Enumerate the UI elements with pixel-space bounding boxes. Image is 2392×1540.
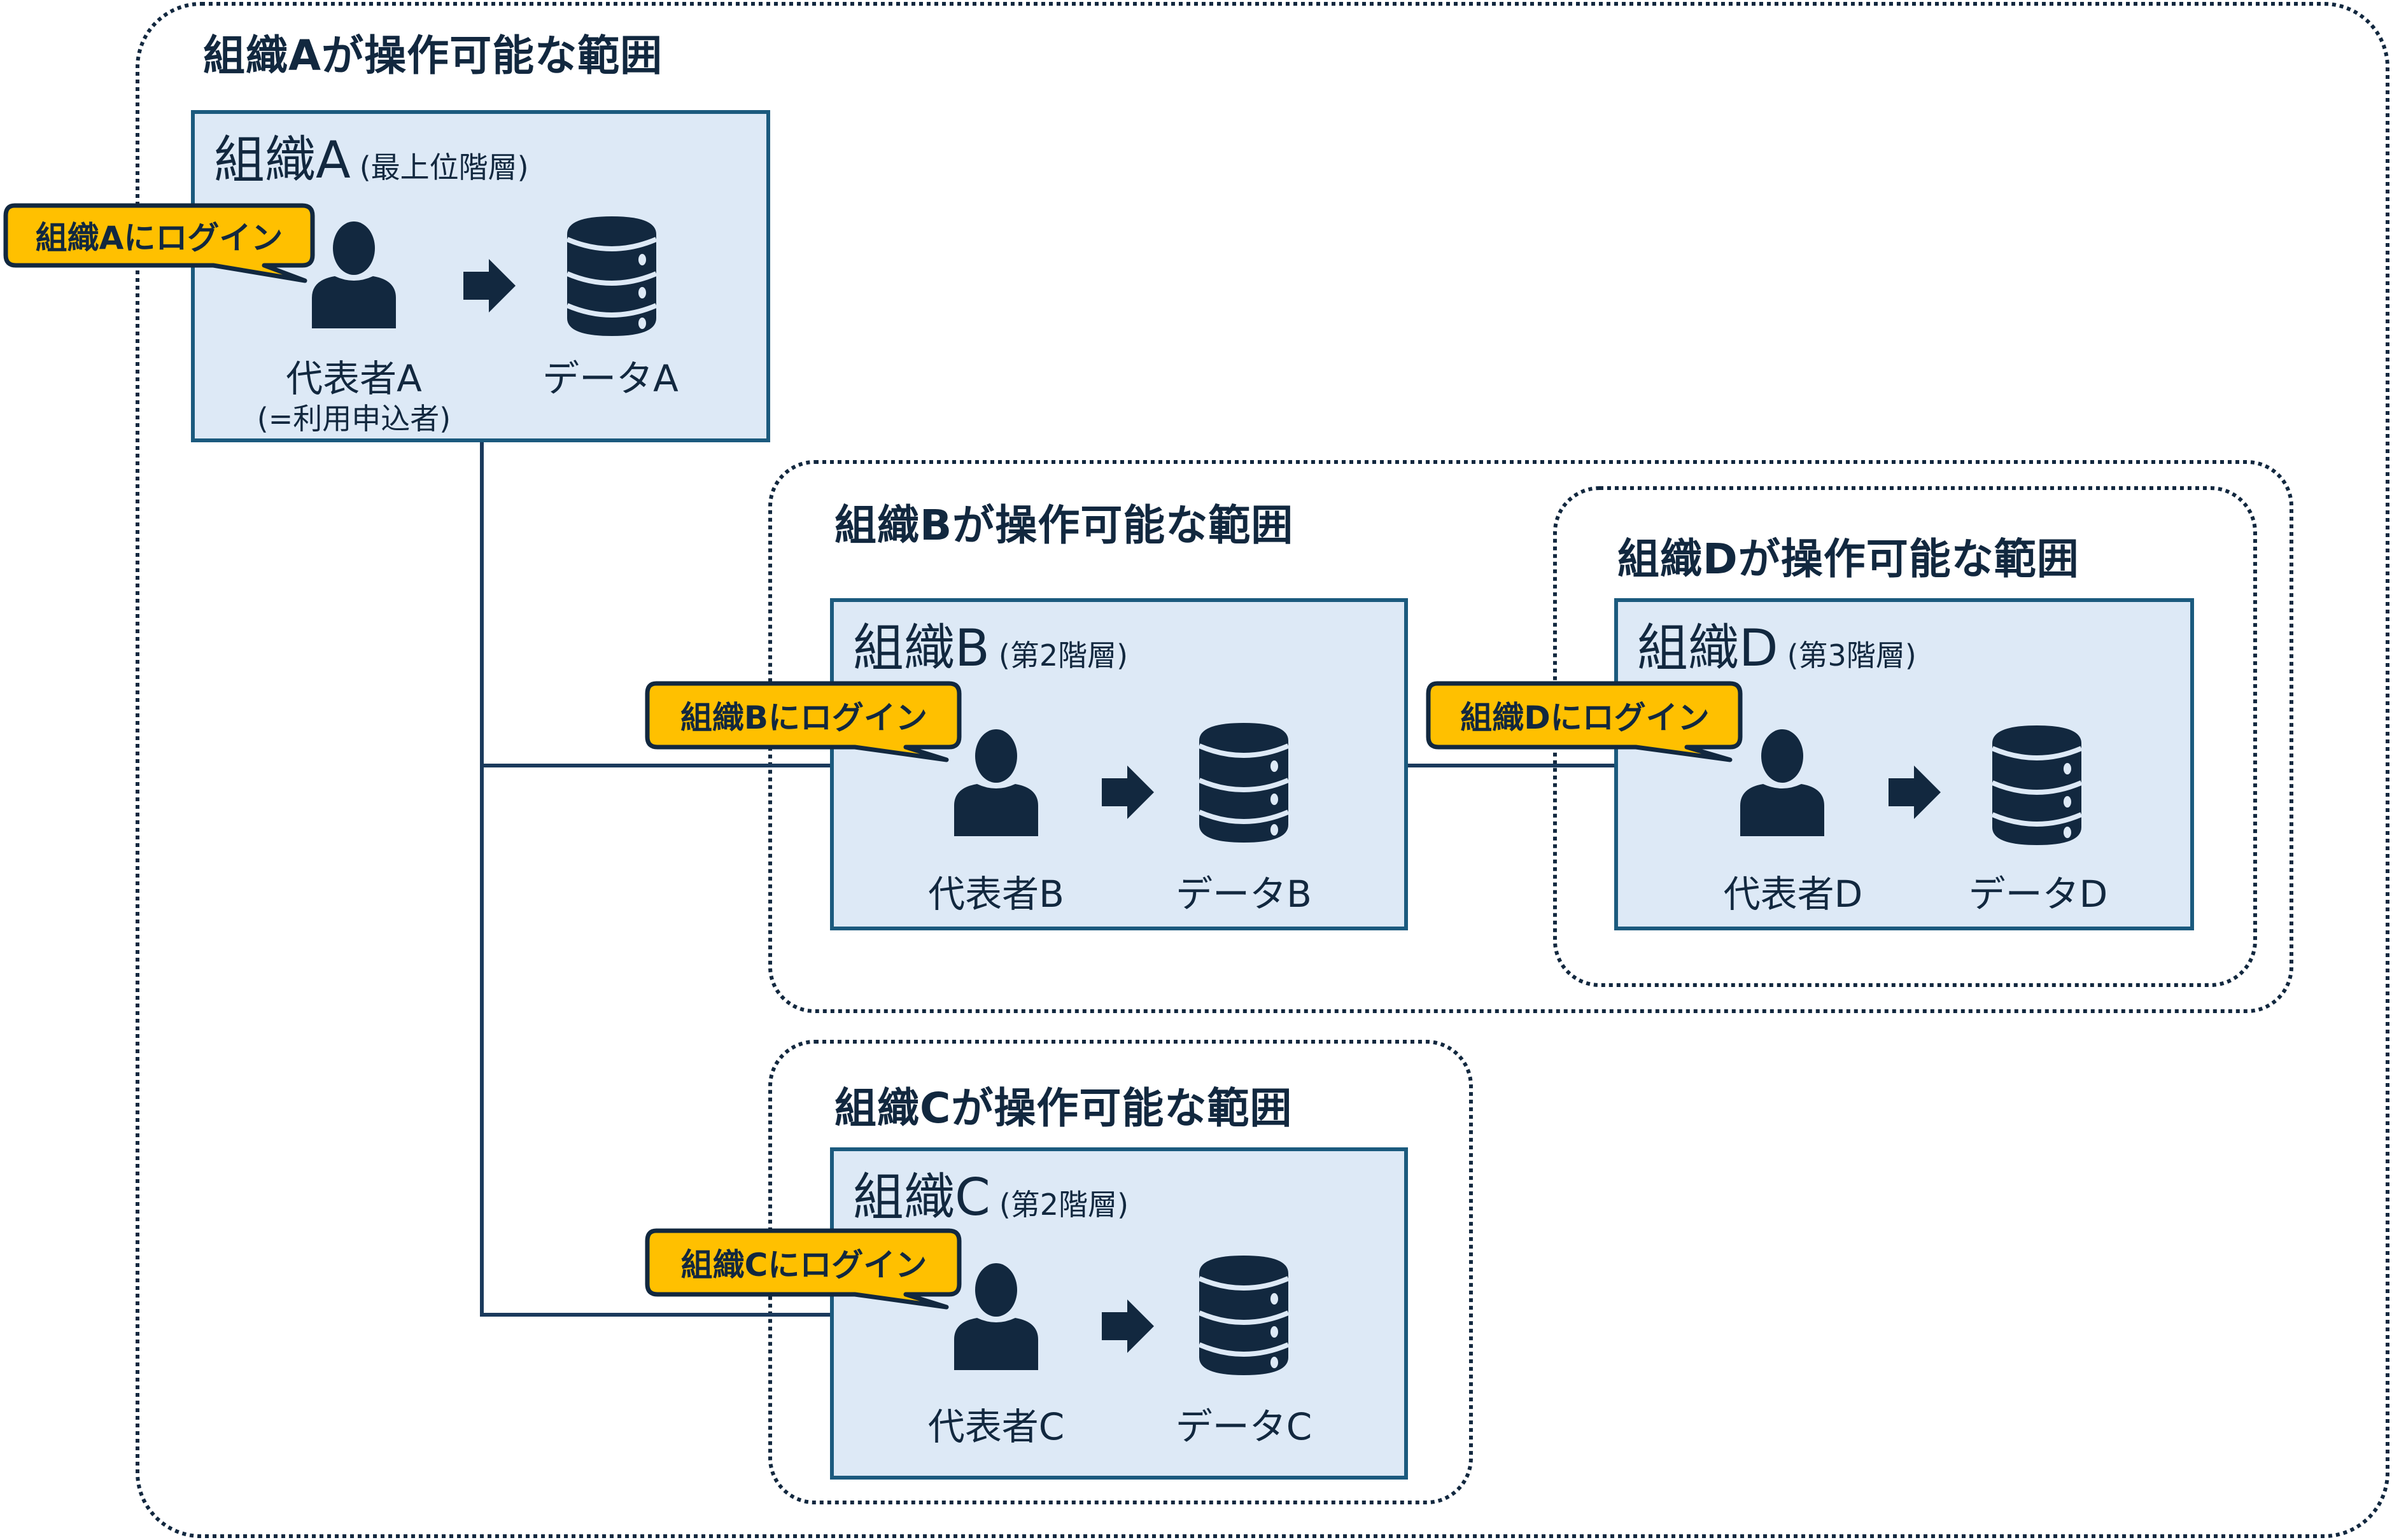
callout-login-c-text: 組織Cにログイン bbox=[680, 1247, 927, 1284]
scope-title-d: 組織Dが操作可能な範囲 bbox=[1617, 535, 2079, 584]
person-icon bbox=[312, 221, 396, 328]
data-a-label: データA bbox=[542, 357, 679, 400]
org-c-name: 組織C bbox=[853, 1168, 990, 1227]
scope-frame-d bbox=[1553, 486, 2257, 987]
arrow-right-icon bbox=[1102, 1299, 1154, 1353]
representative-d-label: 代表者D bbox=[1723, 872, 1863, 916]
database-icon bbox=[1992, 725, 2081, 845]
org-box-b: 組織B(第2階層) bbox=[830, 598, 1408, 930]
org-a-header: 組織A(最上位階層) bbox=[214, 119, 529, 193]
scope-title-a: 組織Aが操作可能な範囲 bbox=[203, 31, 663, 80]
scope-frame-a bbox=[136, 2, 2389, 1538]
callout-login-a-text: 組織Aにログイン bbox=[35, 220, 283, 256]
callout-bubble-shape bbox=[1426, 681, 1743, 762]
database-icon bbox=[1199, 723, 1288, 843]
data-b-label: データB bbox=[1176, 872, 1312, 916]
org-a-name: 組織A bbox=[214, 130, 351, 190]
org-d-name: 組織D bbox=[1637, 619, 1778, 678]
person-icon bbox=[954, 1263, 1038, 1370]
arrow-right-icon bbox=[1102, 766, 1154, 819]
person-icon bbox=[954, 729, 1038, 836]
database-icon bbox=[567, 216, 656, 336]
org-a-level: (最上位階層) bbox=[359, 150, 529, 185]
org-b-level: (第2階層) bbox=[998, 638, 1129, 673]
arrow-right-icon bbox=[1889, 766, 1941, 819]
org-b-name: 組織B bbox=[853, 619, 990, 678]
person-icon bbox=[1740, 729, 1824, 836]
callout-login-b-text: 組織Bにログイン bbox=[680, 699, 928, 736]
org-d-header: 組織D (第3階層) bbox=[1637, 607, 1917, 681]
org-d-level: (第3階層) bbox=[1787, 638, 1917, 673]
representative-b-label: 代表者B bbox=[928, 872, 1064, 916]
representative-a-label: 代表者A bbox=[286, 357, 422, 400]
org-b-header: 組織B(第2階層) bbox=[853, 607, 1128, 681]
callout-login-a: 組織Aにログイン bbox=[3, 203, 315, 286]
scope-title-c: 組織Cが操作可能な範囲 bbox=[834, 1084, 1293, 1133]
callout-bubble-shape bbox=[3, 203, 315, 283]
data-c-label: データC bbox=[1175, 1405, 1312, 1448]
callout-login-d: 組織Dにログイン bbox=[1426, 681, 1744, 764]
arrow-right-icon bbox=[463, 259, 516, 312]
callout-login-b: 組織Bにログイン bbox=[645, 681, 963, 764]
scope-title-b: 組織Bが操作可能な範囲 bbox=[834, 501, 1294, 550]
callout-login-d-text: 組織Dにログイン bbox=[1460, 699, 1710, 736]
representative-c-label: 代表者C bbox=[927, 1405, 1065, 1448]
callout-login-c: 組織Cにログイン bbox=[645, 1228, 963, 1311]
callout-bubble-shape bbox=[645, 681, 962, 762]
representative-a-note: (=利用申込者) bbox=[257, 402, 451, 436]
database-icon bbox=[1199, 1256, 1288, 1375]
callout-bubble-shape bbox=[645, 1228, 962, 1310]
data-d-label: データD bbox=[1968, 872, 2108, 916]
org-c-header: 組織C (第2階層) bbox=[853, 1156, 1129, 1230]
org-box-d: 組織D (第3階層) bbox=[1614, 598, 2194, 930]
org-c-level: (第2階層) bbox=[999, 1187, 1129, 1222]
scope-frame-c bbox=[768, 1040, 1473, 1504]
